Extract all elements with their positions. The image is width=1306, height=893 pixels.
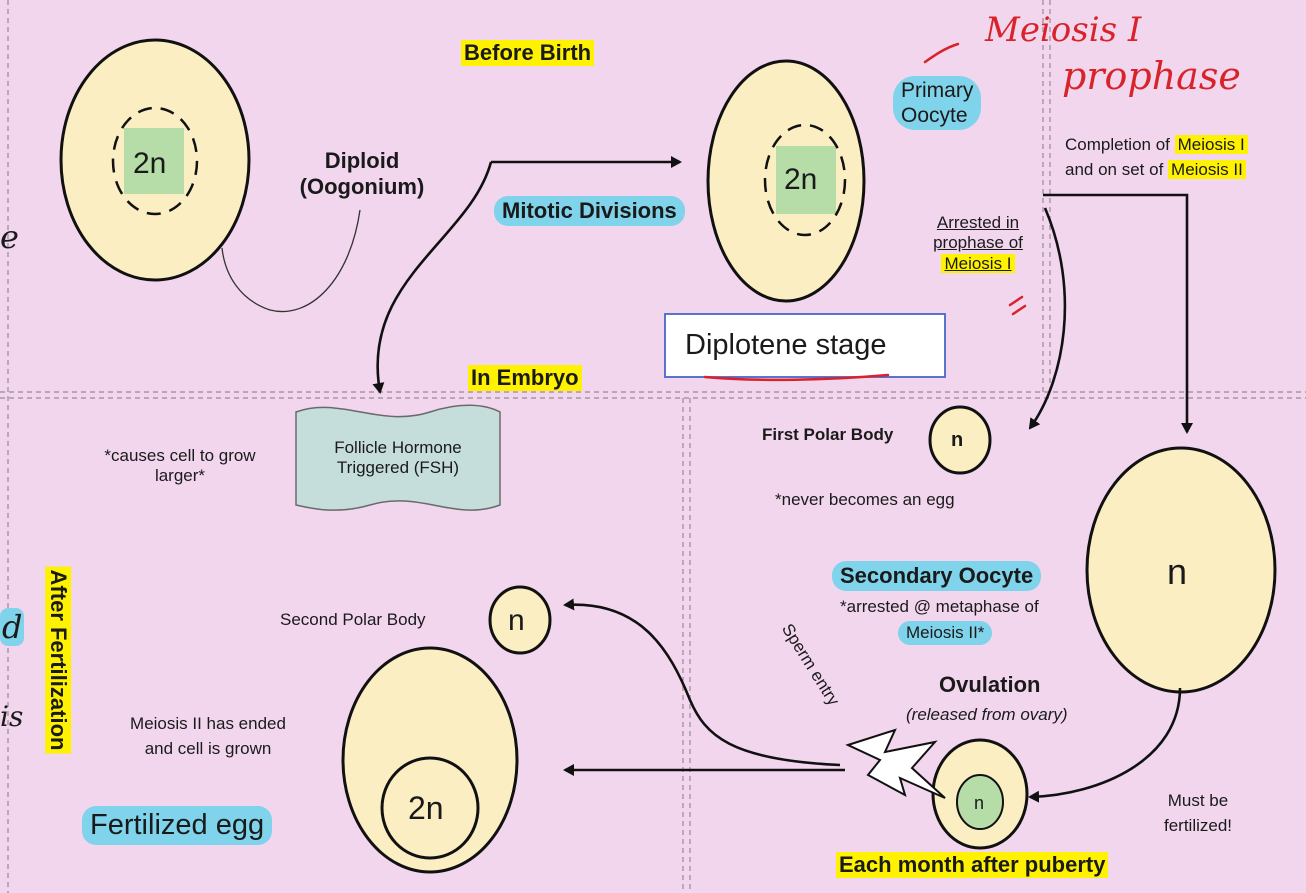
- oogonium-ploidy: 2n: [133, 147, 167, 180]
- section-in-embryo: In Embryo: [468, 365, 582, 392]
- causes-grow-label: *causes cell to grow larger*: [80, 446, 280, 487]
- margin-fragment-1: e: [0, 218, 19, 256]
- arrows: [372, 156, 1193, 803]
- fsh-label: Follicle Hormone Triggered (FSH): [300, 438, 496, 479]
- must-line-1: Must be: [1167, 791, 1229, 810]
- secondary-oocyte-label: Secondary Oocyte: [832, 561, 1042, 592]
- fsh-line-1: Follicle Hormone: [334, 438, 462, 457]
- first-polar-body-label: First Polar Body: [762, 425, 894, 444]
- second-polar-body-cell: [488, 585, 552, 655]
- ovulated-cell: [931, 738, 1029, 850]
- grow-line-1: *causes cell to grow: [104, 446, 256, 465]
- primary-oocyte-label: Primary Oocyte: [893, 76, 982, 131]
- first-polar-body-ploidy: n: [951, 429, 964, 451]
- oocyte-text: Oocyte: [901, 104, 968, 128]
- fertilized-egg-cell: [341, 646, 519, 874]
- second-polar-body-ploidy: n: [508, 604, 525, 637]
- oogonium-connector: [221, 209, 361, 313]
- diplotene-stage-label: Diplotene stage: [685, 329, 887, 361]
- diplotene-box: [664, 313, 946, 378]
- fertilized-egg-ploidy: 2n: [408, 790, 444, 826]
- ovulated-cell-ploidy: n: [974, 793, 985, 813]
- must-be-fertilized-label: Must be fertilized!: [1148, 789, 1248, 838]
- meiosis-ii-label: Meiosis II*: [898, 621, 993, 646]
- completion-meiosis-1: Meiosis I: [1174, 135, 1248, 154]
- completion-meiosis-2: Meiosis II: [1168, 159, 1246, 179]
- section-before-birth: Before Birth: [461, 40, 595, 67]
- section-each-month: Each month after puberty: [836, 852, 1109, 879]
- never-egg-label: *never becomes an egg: [775, 490, 955, 509]
- ovulation-label: Ovulation: [939, 672, 1041, 697]
- meiosis-ended-line-2: and cell is grown: [144, 738, 272, 758]
- margin-fragment-3: is: [0, 700, 24, 733]
- margin-fragment-2: d: [0, 608, 25, 647]
- must-line-2: fertilized!: [1163, 815, 1233, 835]
- completion-text-2: and on set of: [1065, 159, 1169, 179]
- oogonium-cell: [59, 38, 251, 282]
- arrested-metaphase-label: *arrested @ metaphase of: [840, 597, 1039, 616]
- released-label: (released from ovary): [906, 705, 1068, 724]
- completion-label: Completion of Meiosis I and on set of Me…: [1065, 133, 1248, 182]
- oogonium-text: (Oogonium): [299, 174, 425, 200]
- diploid-text: Diploid: [324, 148, 400, 173]
- handwritten-prophase: prophase: [1062, 54, 1241, 98]
- diploid-label: Diploid (Oogonium): [290, 148, 434, 201]
- meiosis-ended-line-1: Meiosis II has ended: [130, 714, 286, 733]
- arrested-line-3: Meiosis I: [941, 253, 1015, 273]
- primary-text: Primary: [901, 79, 974, 102]
- meiosis-ended-label: Meiosis II has ended and cell is grown: [108, 712, 308, 761]
- sperm-lightning-icon: [845, 728, 946, 799]
- second-polar-body-label: Second Polar Body: [280, 610, 426, 629]
- handwritten-meiosis: Meiosis I: [985, 10, 1142, 50]
- section-after-fertilization: After Fertilization: [44, 566, 72, 754]
- fertilized-egg-label: Fertilized egg: [82, 806, 273, 845]
- arrested-prophase-label: Arrested in prophase of Meiosis I: [918, 213, 1038, 274]
- first-polar-body-cell: [928, 405, 992, 475]
- primary-oocyte-ploidy: 2n: [784, 163, 818, 196]
- mitotic-divisions-label: Mitotic Divisions: [494, 196, 685, 227]
- arrested-line-2: prophase of: [933, 233, 1023, 253]
- grow-line-2: larger*: [154, 466, 206, 486]
- completion-text-1: Completion of: [1065, 135, 1175, 154]
- arrested-line-1: Arrested in: [936, 213, 1020, 232]
- secondary-oocyte-ploidy: n: [1167, 551, 1188, 592]
- fsh-banner: [295, 404, 501, 511]
- fsh-line-2: Triggered (FSH): [336, 458, 460, 478]
- primary-oocyte-cell: [706, 59, 866, 303]
